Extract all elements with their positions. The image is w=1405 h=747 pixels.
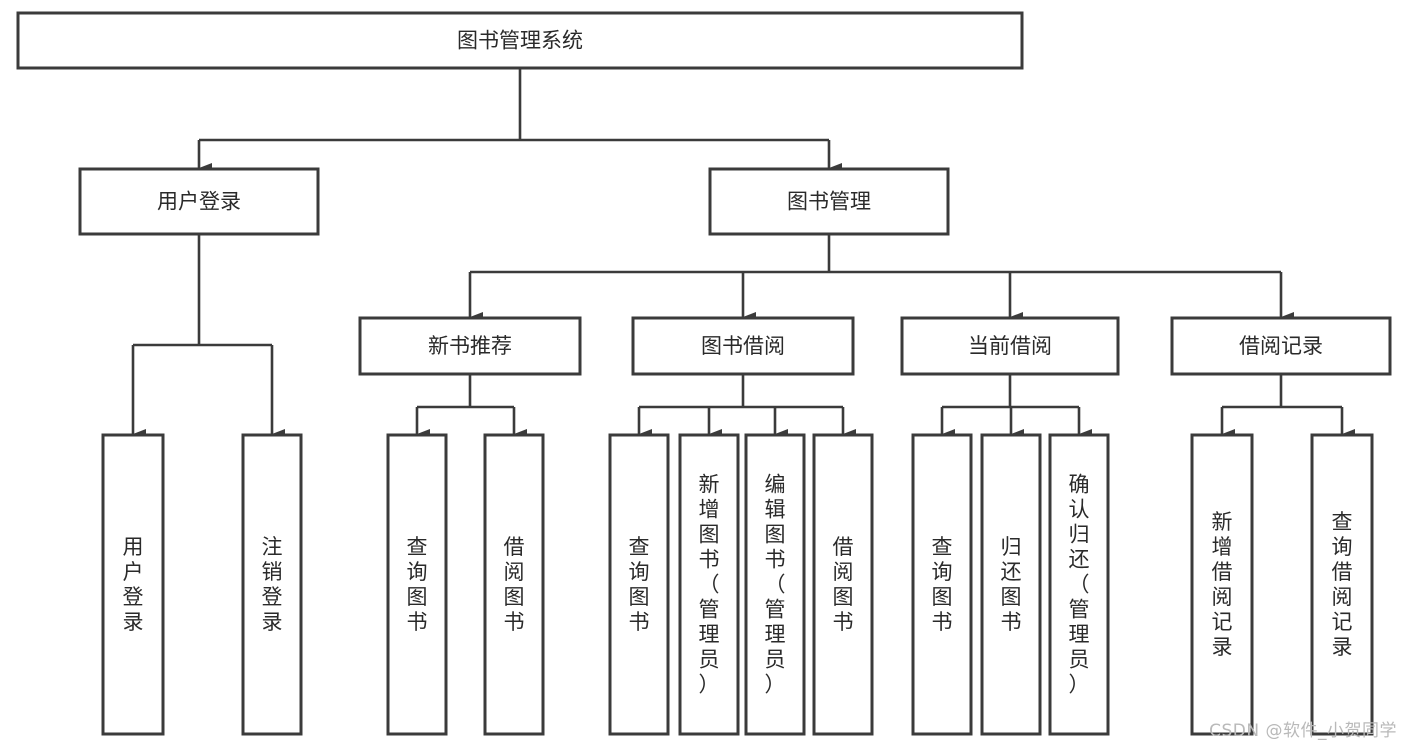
node-box-leaf-query-borrow-record[interactable]	[1310, 433, 1374, 736]
node-leaf-return-book[interactable]: 归还图书	[980, 433, 1042, 736]
node-root-system[interactable]: 图书管理系统	[16, 11, 1024, 70]
node-user-login[interactable]: 用户登录	[78, 167, 320, 236]
node-label-book-borrow: 图书借阅	[701, 334, 785, 358]
node-new-book-recommend[interactable]: 新书推荐	[358, 316, 582, 376]
node-label-current-borrow: 当前借阅	[968, 334, 1052, 358]
node-boxes: 图书管理系统用户登录图书管理新书推荐图书借阅当前借阅借阅记录用户登录注销登录查询…	[16, 11, 1392, 736]
node-label-leaf-borrow-book-recommend: 借阅图书	[504, 535, 525, 634]
node-box-leaf-add-borrow-record[interactable]	[1190, 433, 1254, 736]
node-box-leaf-query-book-current[interactable]	[911, 433, 973, 736]
node-label-leaf-query-book-current: 查询图书	[932, 535, 953, 634]
node-leaf-query-borrow-record[interactable]: 查询借阅记录	[1310, 433, 1374, 736]
node-box-root-system[interactable]	[16, 11, 1024, 70]
node-box-borrow-record[interactable]	[1170, 316, 1392, 376]
node-leaf-query-book-borrow[interactable]: 查询图书	[608, 433, 670, 736]
node-current-borrow[interactable]: 当前借阅	[900, 316, 1120, 376]
node-label-leaf-confirm-return-admin: 确认归还（管理员）	[1069, 473, 1090, 697]
node-box-current-borrow[interactable]	[900, 316, 1120, 376]
node-label-leaf-user-login: 用户登录	[123, 535, 144, 634]
node-box-leaf-add-book-admin[interactable]	[678, 433, 740, 736]
node-label-user-login: 用户登录	[157, 190, 241, 214]
node-box-book-borrow[interactable]	[631, 316, 855, 376]
node-leaf-borrow-book[interactable]: 借阅图书	[812, 433, 874, 736]
node-box-leaf-borrow-book[interactable]	[812, 433, 874, 736]
node-label-root-system: 图书管理系统	[457, 29, 583, 53]
node-label-leaf-query-borrow-record: 查询借阅记录	[1332, 510, 1353, 659]
node-label-leaf-logout-login: 注销登录	[262, 535, 283, 634]
node-label-leaf-add-borrow-record: 新增借阅记录	[1212, 510, 1233, 659]
node-book-borrow[interactable]: 图书借阅	[631, 316, 855, 376]
node-box-user-login[interactable]	[78, 167, 320, 236]
node-label-leaf-query-book-recommend: 查询图书	[407, 535, 428, 634]
node-box-new-book-recommend[interactable]	[358, 316, 582, 376]
node-label-book-manage: 图书管理	[787, 190, 871, 214]
node-box-leaf-confirm-return-admin[interactable]	[1048, 433, 1110, 736]
node-box-leaf-logout-login[interactable]	[241, 433, 303, 736]
node-leaf-borrow-book-recommend[interactable]: 借阅图书	[483, 433, 545, 736]
node-leaf-confirm-return-admin[interactable]: 确认归还（管理员）	[1048, 433, 1110, 736]
node-label-leaf-edit-book-admin: 编辑图书（管理员）	[765, 473, 786, 697]
node-leaf-add-book-admin[interactable]: 新增图书（管理员）	[678, 433, 740, 736]
node-borrow-record[interactable]: 借阅记录	[1170, 316, 1392, 376]
node-box-leaf-query-book-recommend[interactable]	[386, 433, 448, 736]
node-box-leaf-borrow-book-recommend[interactable]	[483, 433, 545, 736]
node-leaf-add-borrow-record[interactable]: 新增借阅记录	[1190, 433, 1254, 736]
node-book-manage[interactable]: 图书管理	[708, 167, 950, 236]
node-leaf-query-book-recommend[interactable]: 查询图书	[386, 433, 448, 736]
node-label-leaf-borrow-book: 借阅图书	[833, 535, 854, 634]
node-label-new-book-recommend: 新书推荐	[428, 334, 512, 358]
node-box-leaf-return-book[interactable]	[980, 433, 1042, 736]
node-leaf-logout-login[interactable]: 注销登录	[241, 433, 303, 736]
node-box-leaf-user-login[interactable]	[101, 433, 165, 736]
connector-lines	[131, 68, 1355, 439]
node-label-leaf-return-book: 归还图书	[1001, 535, 1022, 634]
node-leaf-edit-book-admin[interactable]: 编辑图书（管理员）	[744, 433, 806, 736]
node-label-borrow-record: 借阅记录	[1239, 334, 1323, 358]
node-box-book-manage[interactable]	[708, 167, 950, 236]
node-label-leaf-query-book-borrow: 查询图书	[629, 535, 650, 634]
node-leaf-query-book-current[interactable]: 查询图书	[911, 433, 973, 736]
node-leaf-user-login[interactable]: 用户登录	[101, 433, 165, 736]
csdn-watermark: CSDN @软件_小贺同学	[1209, 721, 1397, 741]
node-label-leaf-add-book-admin: 新增图书（管理员）	[699, 473, 720, 697]
node-box-leaf-query-book-borrow[interactable]	[608, 433, 670, 736]
node-box-leaf-edit-book-admin[interactable]	[744, 433, 806, 736]
